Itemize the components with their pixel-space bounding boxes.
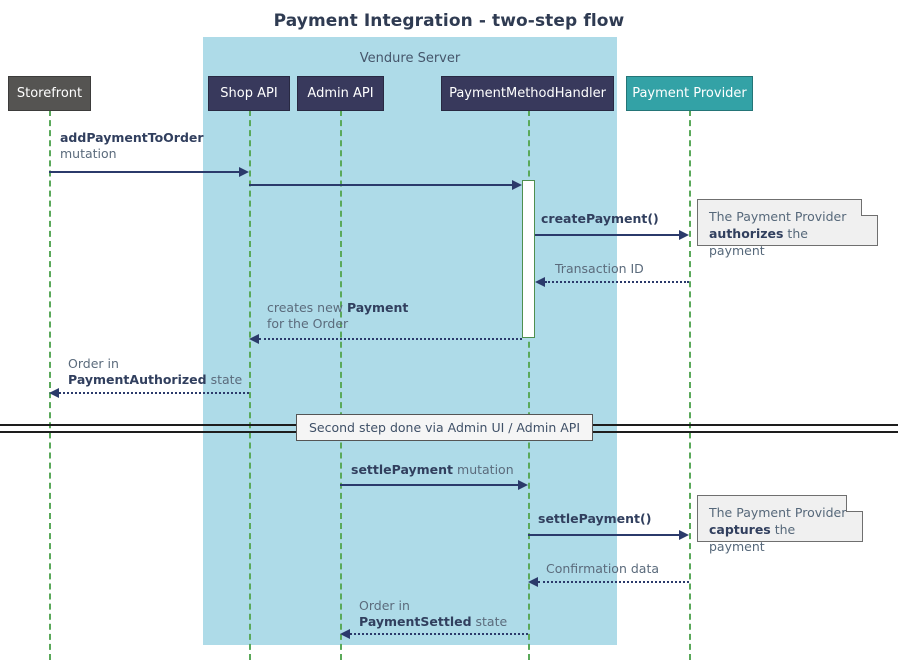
message-arrow-order-payment-settled [350,633,528,635]
message-label-settle-payment-mutation-bold: settlePayment [351,462,454,477]
activation-bar-payment-method-handler [522,180,535,338]
note-authorizes-line1: The Payment Provider [709,209,847,224]
note-authorizes-line2-bold: authorizes [709,226,784,241]
note-authorizes-line2-rest: the payment [709,226,808,258]
lifeline-storefront [49,110,51,660]
message-label-transaction-id-text: Transaction ID [555,261,644,276]
lifeline-payment-provider [689,110,691,660]
arrow-head-order-payment-settled [340,629,350,639]
message-label-transaction-id: Transaction ID [555,261,644,277]
note-authorizes: The Payment Provider authorizes the paym… [697,199,878,258]
participant-admin-api-label: Admin API [307,86,374,101]
arrow-head-shop-api-to-handler [512,180,522,190]
message-label-settle-payment-call-bold: settlePayment() [538,511,652,526]
lifeline-shop-api [249,110,251,660]
arrow-head-order-payment-authorized [49,388,59,398]
message-label-order-payment-settled-line1: Order in [359,598,410,613]
note-captures-line2-rest: the payment [709,522,796,554]
message-label-confirmation-data-text: Confirmation data [546,561,660,576]
arrow-head-creates-new-payment [249,334,259,344]
participant-shop-api-label: Shop API [220,86,278,101]
message-label-create-payment-bold: createPayment() [541,211,659,226]
lifeline-payment-method-handler [528,110,530,660]
message-label-confirmation-data: Confirmation data [546,561,659,577]
arrow-head-settle-payment-call [679,530,689,540]
arrow-head-create-payment [679,230,689,240]
message-arrow-creates-new-payment [259,338,522,340]
message-label-add-payment-to-order: addPaymentToOrder mutation [60,130,204,162]
message-label-create-payment: createPayment() [541,211,659,227]
message-label-order-payment-settled-bold: PaymentSettled [359,614,472,629]
message-label-order-payment-settled-rest: state [471,614,508,629]
participant-payment-provider[interactable]: Payment Provider [626,76,753,111]
participant-admin-api[interactable]: Admin API [297,76,384,111]
message-label-creates-new-payment-pre: creates new [267,300,347,315]
participant-storefront[interactable]: Storefront [8,76,91,111]
message-arrow-shop-api-to-handler [249,184,512,186]
arrow-head-confirmation-data [528,577,538,587]
message-label-order-payment-authorized: Order in PaymentAuthorized state [68,356,242,388]
message-label-creates-new-payment-bold: Payment [346,300,409,315]
group-label-vendure-server: Vendure Server [359,51,461,66]
message-label-add-payment-to-order-bold: addPaymentToOrder [60,130,204,145]
participant-payment-method-handler-label: PaymentMethodHandler [449,86,606,101]
divider-label: Second step done via Admin UI / Admin AP… [308,420,581,435]
participant-payment-method-handler[interactable]: PaymentMethodHandler [441,76,614,111]
lifeline-admin-api [340,110,342,660]
message-label-settle-payment-call: settlePayment() [538,511,651,527]
message-arrow-order-payment-authorized [59,392,249,394]
message-label-order-payment-authorized-rest: state [206,372,243,387]
message-label-settle-payment-mutation-rest: mutation [453,462,514,477]
group-box-vendure-server [203,37,617,645]
message-label-order-payment-settled: Order in PaymentSettled state [359,598,507,630]
message-label-order-payment-authorized-bold: PaymentAuthorized [68,372,207,387]
message-arrow-settle-payment-mutation [340,484,518,486]
message-arrow-settle-payment-call [528,534,679,536]
note-captures-line1: The Payment Provider [709,505,847,520]
message-label-creates-new-payment-line2: for the Order [267,316,349,331]
message-arrow-add-payment-to-order [49,171,239,173]
message-label-add-payment-to-order-rest: mutation [60,146,117,161]
arrow-head-settle-payment-mutation [518,480,528,490]
arrow-head-transaction-id [535,277,545,287]
message-label-order-payment-authorized-line1: Order in [68,356,119,371]
divider-label-box: Second step done via Admin UI / Admin AP… [296,414,593,441]
message-arrow-create-payment [535,234,679,236]
diagram-title: Payment Integration - two-step flow [273,11,625,31]
participant-payment-provider-label: Payment Provider [632,86,747,101]
message-label-settle-payment-mutation: settlePayment mutation [351,462,514,478]
message-arrow-transaction-id [545,281,689,283]
note-captures: The Payment Provider captures the paymen… [697,495,863,554]
note-fold-corner-icon [861,199,878,216]
participant-storefront-label: Storefront [16,86,83,101]
participant-shop-api[interactable]: Shop API [208,76,290,111]
note-captures-line2-bold: captures [709,522,771,537]
message-label-creates-new-payment: creates new Payment for the Order [267,300,408,332]
note-fold-corner-icon-2 [846,495,863,512]
arrow-head-add-payment-to-order [239,167,249,177]
message-arrow-confirmation-data [538,581,689,583]
